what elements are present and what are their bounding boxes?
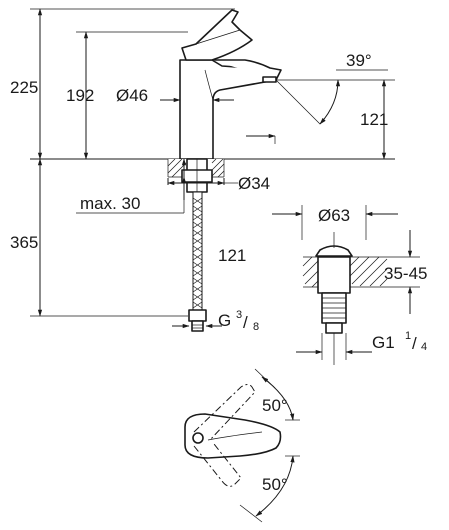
total-height-label: 225 xyxy=(10,78,38,97)
waste-range-label: 35-45 xyxy=(384,264,427,283)
spout-angle-label: 39° xyxy=(346,51,372,70)
connection-den-label: 8 xyxy=(253,321,259,333)
spout-height-dimension: 192 xyxy=(66,31,188,160)
waste-drain: Ø63 xyxy=(272,205,427,365)
faucet-top-view xyxy=(184,384,300,487)
connection-num-label: 3 xyxy=(236,309,242,321)
hole-diameter-label: Ø34 xyxy=(238,174,270,193)
total-height-dimension: 225 xyxy=(10,8,235,160)
hose-offset-label: 121 xyxy=(218,246,246,265)
spout-angle-dimension: 39° xyxy=(275,51,395,125)
connection-base-label: G xyxy=(218,311,231,330)
max-thickness-dimension: max. 30 xyxy=(76,158,187,214)
fraction-slash: / xyxy=(243,313,248,332)
waste-thread-den-label: 4 xyxy=(421,341,427,353)
lever-angle-bottom-label: 50° xyxy=(262,475,288,494)
waste-diameter-label: Ø63 xyxy=(318,206,350,225)
hose-offset-dimension: 121 xyxy=(218,246,246,265)
waste-thread-num-label: 1 xyxy=(405,330,411,342)
faucet-side-view xyxy=(179,9,282,160)
hose-length-label: 365 xyxy=(10,233,38,252)
body-diameter-label: Ø46 xyxy=(116,86,148,105)
lever-angle-top-dimension: 50° xyxy=(254,368,295,421)
spout-height-label: 192 xyxy=(66,86,94,105)
max-thickness-label: max. 30 xyxy=(80,194,140,213)
spout-reach-dimension: 121 xyxy=(246,79,388,160)
spout-reach-label: 121 xyxy=(360,110,388,129)
hole-diameter-dimension: Ø34 xyxy=(167,174,270,193)
countertop-section xyxy=(167,158,225,193)
lever-angle-top-label: 50° xyxy=(262,396,288,415)
body-diameter-dimension: Ø46 xyxy=(116,86,234,105)
connection-thread-dimension: G 3 / 8 xyxy=(172,309,259,333)
waste-thread-base-label: G1 xyxy=(372,333,395,352)
lever-angle-bottom-dimension: 50° xyxy=(239,455,295,523)
hose-length-dimension: 365 xyxy=(10,158,188,317)
fraction-slash-2: / xyxy=(412,334,417,353)
supply-hose xyxy=(188,191,207,332)
